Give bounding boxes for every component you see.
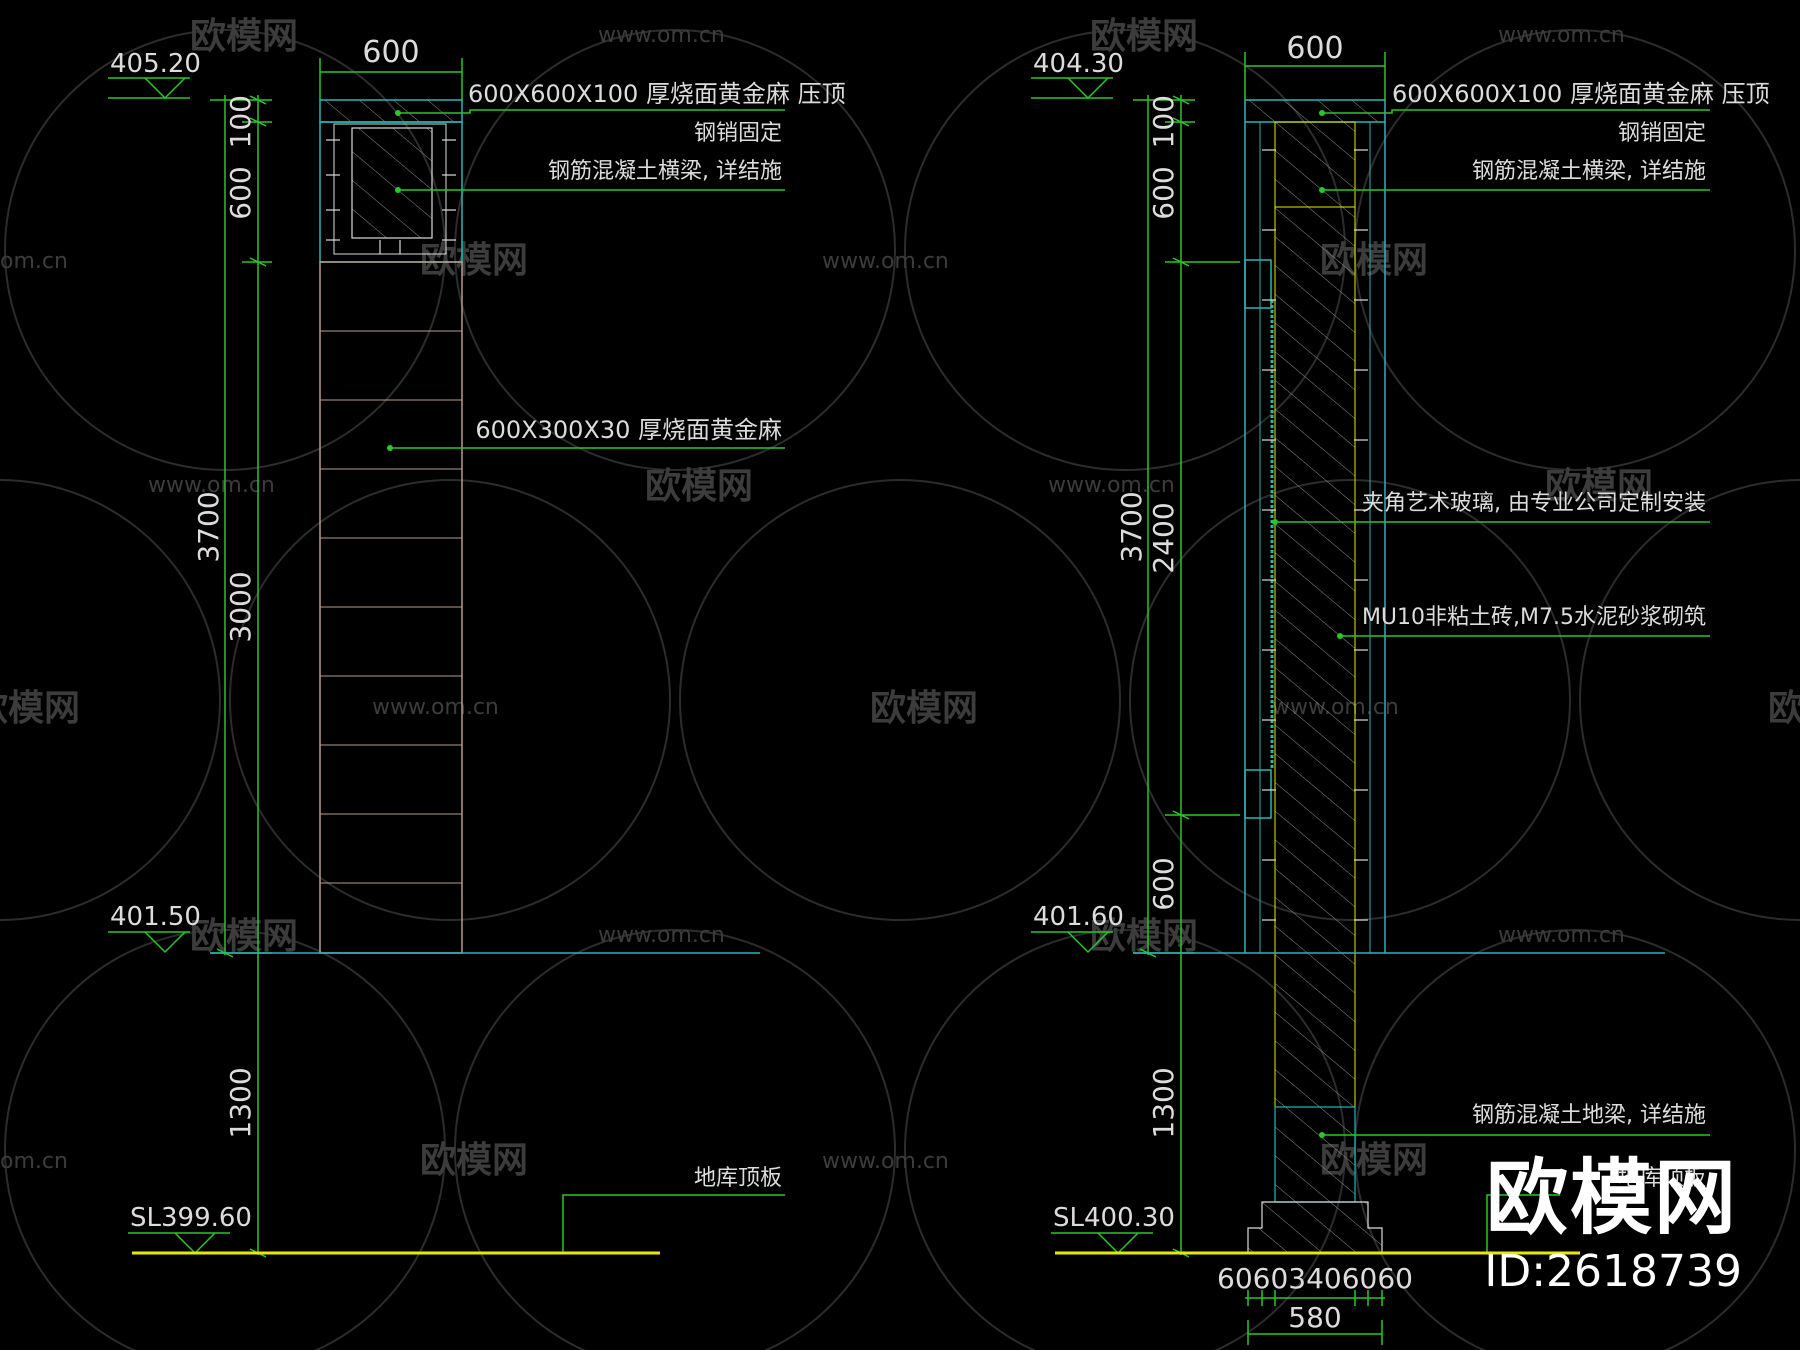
right-width-dimension: 600 [1244,31,1386,100]
wm-brand: 欧模网 [420,240,528,281]
right-top-elevation: 404.30 [1031,49,1124,100]
wm-brand: 欧模网 [420,1140,528,1181]
right-note-pin: 钢销固定 [1618,121,1706,146]
left-dim-below: 1300 [224,1067,257,1138]
wm-url: www.om.cn [1498,23,1625,48]
svg-text:600: 600 [1286,31,1343,66]
left-ground-elevation: 401.50 [108,902,201,954]
left-note-pin: 钢销固定 [694,121,782,146]
left-pillar [210,99,760,954]
wm-url: www.om.cn [598,23,725,48]
left-note-cap: 600X600X100 厚烧面黄金麻 压顶 [468,80,846,108]
wm-brand: 欧模网 [1768,688,1800,729]
wm-url-fragment: om.cn [0,1149,68,1174]
wm-url: www.om.cn [148,473,275,498]
right-bottom-dimensions: 60603406060 580 [1217,1262,1413,1345]
svg-text:100: 100 [1147,95,1180,148]
left-note-cladding: 600X300X30 厚烧面黄金麻 [475,416,782,444]
svg-text:2400: 2400 [1147,502,1180,573]
left-dim-cap: 100 [224,95,257,148]
wm-url-fragment: om.cn [0,249,68,274]
right-pillar [1133,99,1665,1254]
left-dim-total: 3700 [192,491,225,562]
svg-text:600: 600 [1147,166,1180,219]
left-dim-beam: 600 [224,166,257,219]
left-dim-cladding: 3000 [224,571,257,642]
svg-text:600: 600 [362,35,419,70]
wm-brand: 欧模网 [1545,466,1653,507]
wm-url: www.om.cn [822,249,949,274]
wm-brand: 欧模网 [645,466,753,507]
left-width-dimension: 600 [319,35,463,100]
left-dimension-texts: 100 600 3700 3000 1300 [192,95,257,1139]
left-base-elevation: SL399.60 [128,1203,252,1255]
right-note-ground-beam: 钢筋混凝土地梁, 详结施 [1472,1103,1706,1128]
svg-text:60603406060: 60603406060 [1217,1262,1413,1295]
right-base-elevation: SL400.30 [1051,1203,1175,1255]
svg-text:401.50: 401.50 [110,902,201,932]
corner-watermark-id: ID:2618739 [1484,1246,1742,1297]
right-note-brick: MU10非粘土砖,M7.5水泥砂浆砌筑 [1362,605,1706,630]
right-note-cap: 600X600X100 厚烧面黄金麻 压顶 [1392,80,1770,108]
svg-text:SL399.60: SL399.60 [130,1203,252,1233]
svg-text:405.20: 405.20 [110,49,201,79]
wm-brand: 欧模网 [1090,16,1198,57]
right-note-glass: 夹角艺术玻璃, 由专业公司定制安装 [1362,491,1706,516]
svg-text:600: 600 [1147,857,1180,910]
wm-brand-fragment: 欧模网 [0,688,80,729]
right-dimension-texts: 100 600 3700 2400 600 1300 [1115,95,1180,1139]
wm-url: www.om.cn [822,1149,949,1174]
wm-url: www.om.cn [598,923,725,948]
svg-text:SL400.30: SL400.30 [1053,1203,1175,1233]
wm-url: www.om.cn [1498,923,1625,948]
wm-brand: 欧模网 [190,16,298,57]
wm-brand: 欧模网 [190,916,298,957]
right-section: 404.30 401.60 SL400.30 [1031,31,1770,1345]
svg-text:580: 580 [1288,1301,1341,1334]
wm-url: www.om.cn [372,695,499,720]
wm-url: www.om.cn [1048,473,1175,498]
right-ground-elevation: 401.60 [1031,902,1124,954]
right-note-beam: 钢筋混凝土横梁, 详结施 [1472,159,1706,184]
left-notes: 600X600X100 厚烧面黄金麻 压顶 钢销固定 钢筋混凝土横梁, 详结施 … [387,80,846,1253]
left-section: 405.20 401.50 SL399.60 [108,35,846,1258]
left-note-beam: 钢筋混凝土横梁, 详结施 [548,159,782,184]
right-notes: 600X600X100 厚烧面黄金麻 压顶 钢销固定 钢筋混凝土横梁, 详结施 … [1272,80,1770,1253]
corner-watermark-brand: 欧模网 [1485,1151,1738,1246]
wm-brand: 欧模网 [870,688,978,729]
svg-text:404.30: 404.30 [1033,49,1124,79]
svg-text:3700: 3700 [1115,491,1148,562]
left-note-roof: 地库顶板 [694,1166,782,1191]
right-note-roof: 地库顶板 [1618,1166,1706,1191]
svg-text:1300: 1300 [1147,1067,1180,1138]
left-top-elevation: 405.20 [108,49,201,100]
svg-text:401.60: 401.60 [1033,902,1124,932]
